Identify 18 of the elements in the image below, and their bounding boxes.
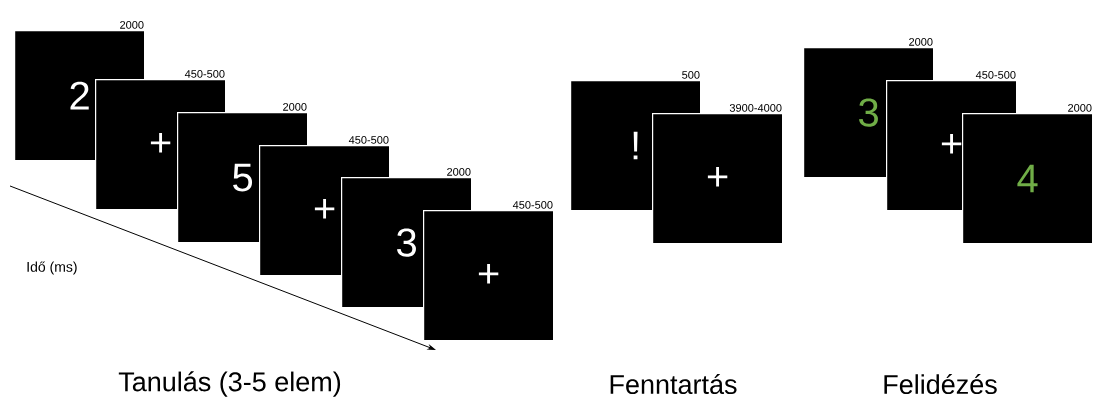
duration-label: 450-500 (975, 71, 1016, 79)
duration-label: 500 (682, 71, 700, 79)
phase-label: Tanulás (3-5 elem) (118, 371, 341, 397)
phase-label: Fenntartás (610, 373, 737, 395)
duration-label: 3900-4000 (729, 104, 782, 112)
stimulus-screen: + (652, 113, 784, 245)
duration-label: 2000 (120, 21, 144, 29)
duration-label: 2000 (447, 168, 471, 176)
duration-label: 2000 (1068, 104, 1092, 112)
axis-label: Idő (ms) (27, 261, 77, 275)
duration-label: 450-500 (348, 136, 389, 144)
duration-label: 450-500 (184, 70, 225, 78)
duration-label: 2000 (909, 38, 933, 46)
stimulus-screen: 4 (962, 113, 1093, 245)
duration-label: 2000 (283, 103, 307, 111)
phase-label: Felidézés (884, 373, 997, 395)
duration-label: 450-500 (512, 201, 553, 209)
stimulus-screen: + (423, 210, 555, 342)
